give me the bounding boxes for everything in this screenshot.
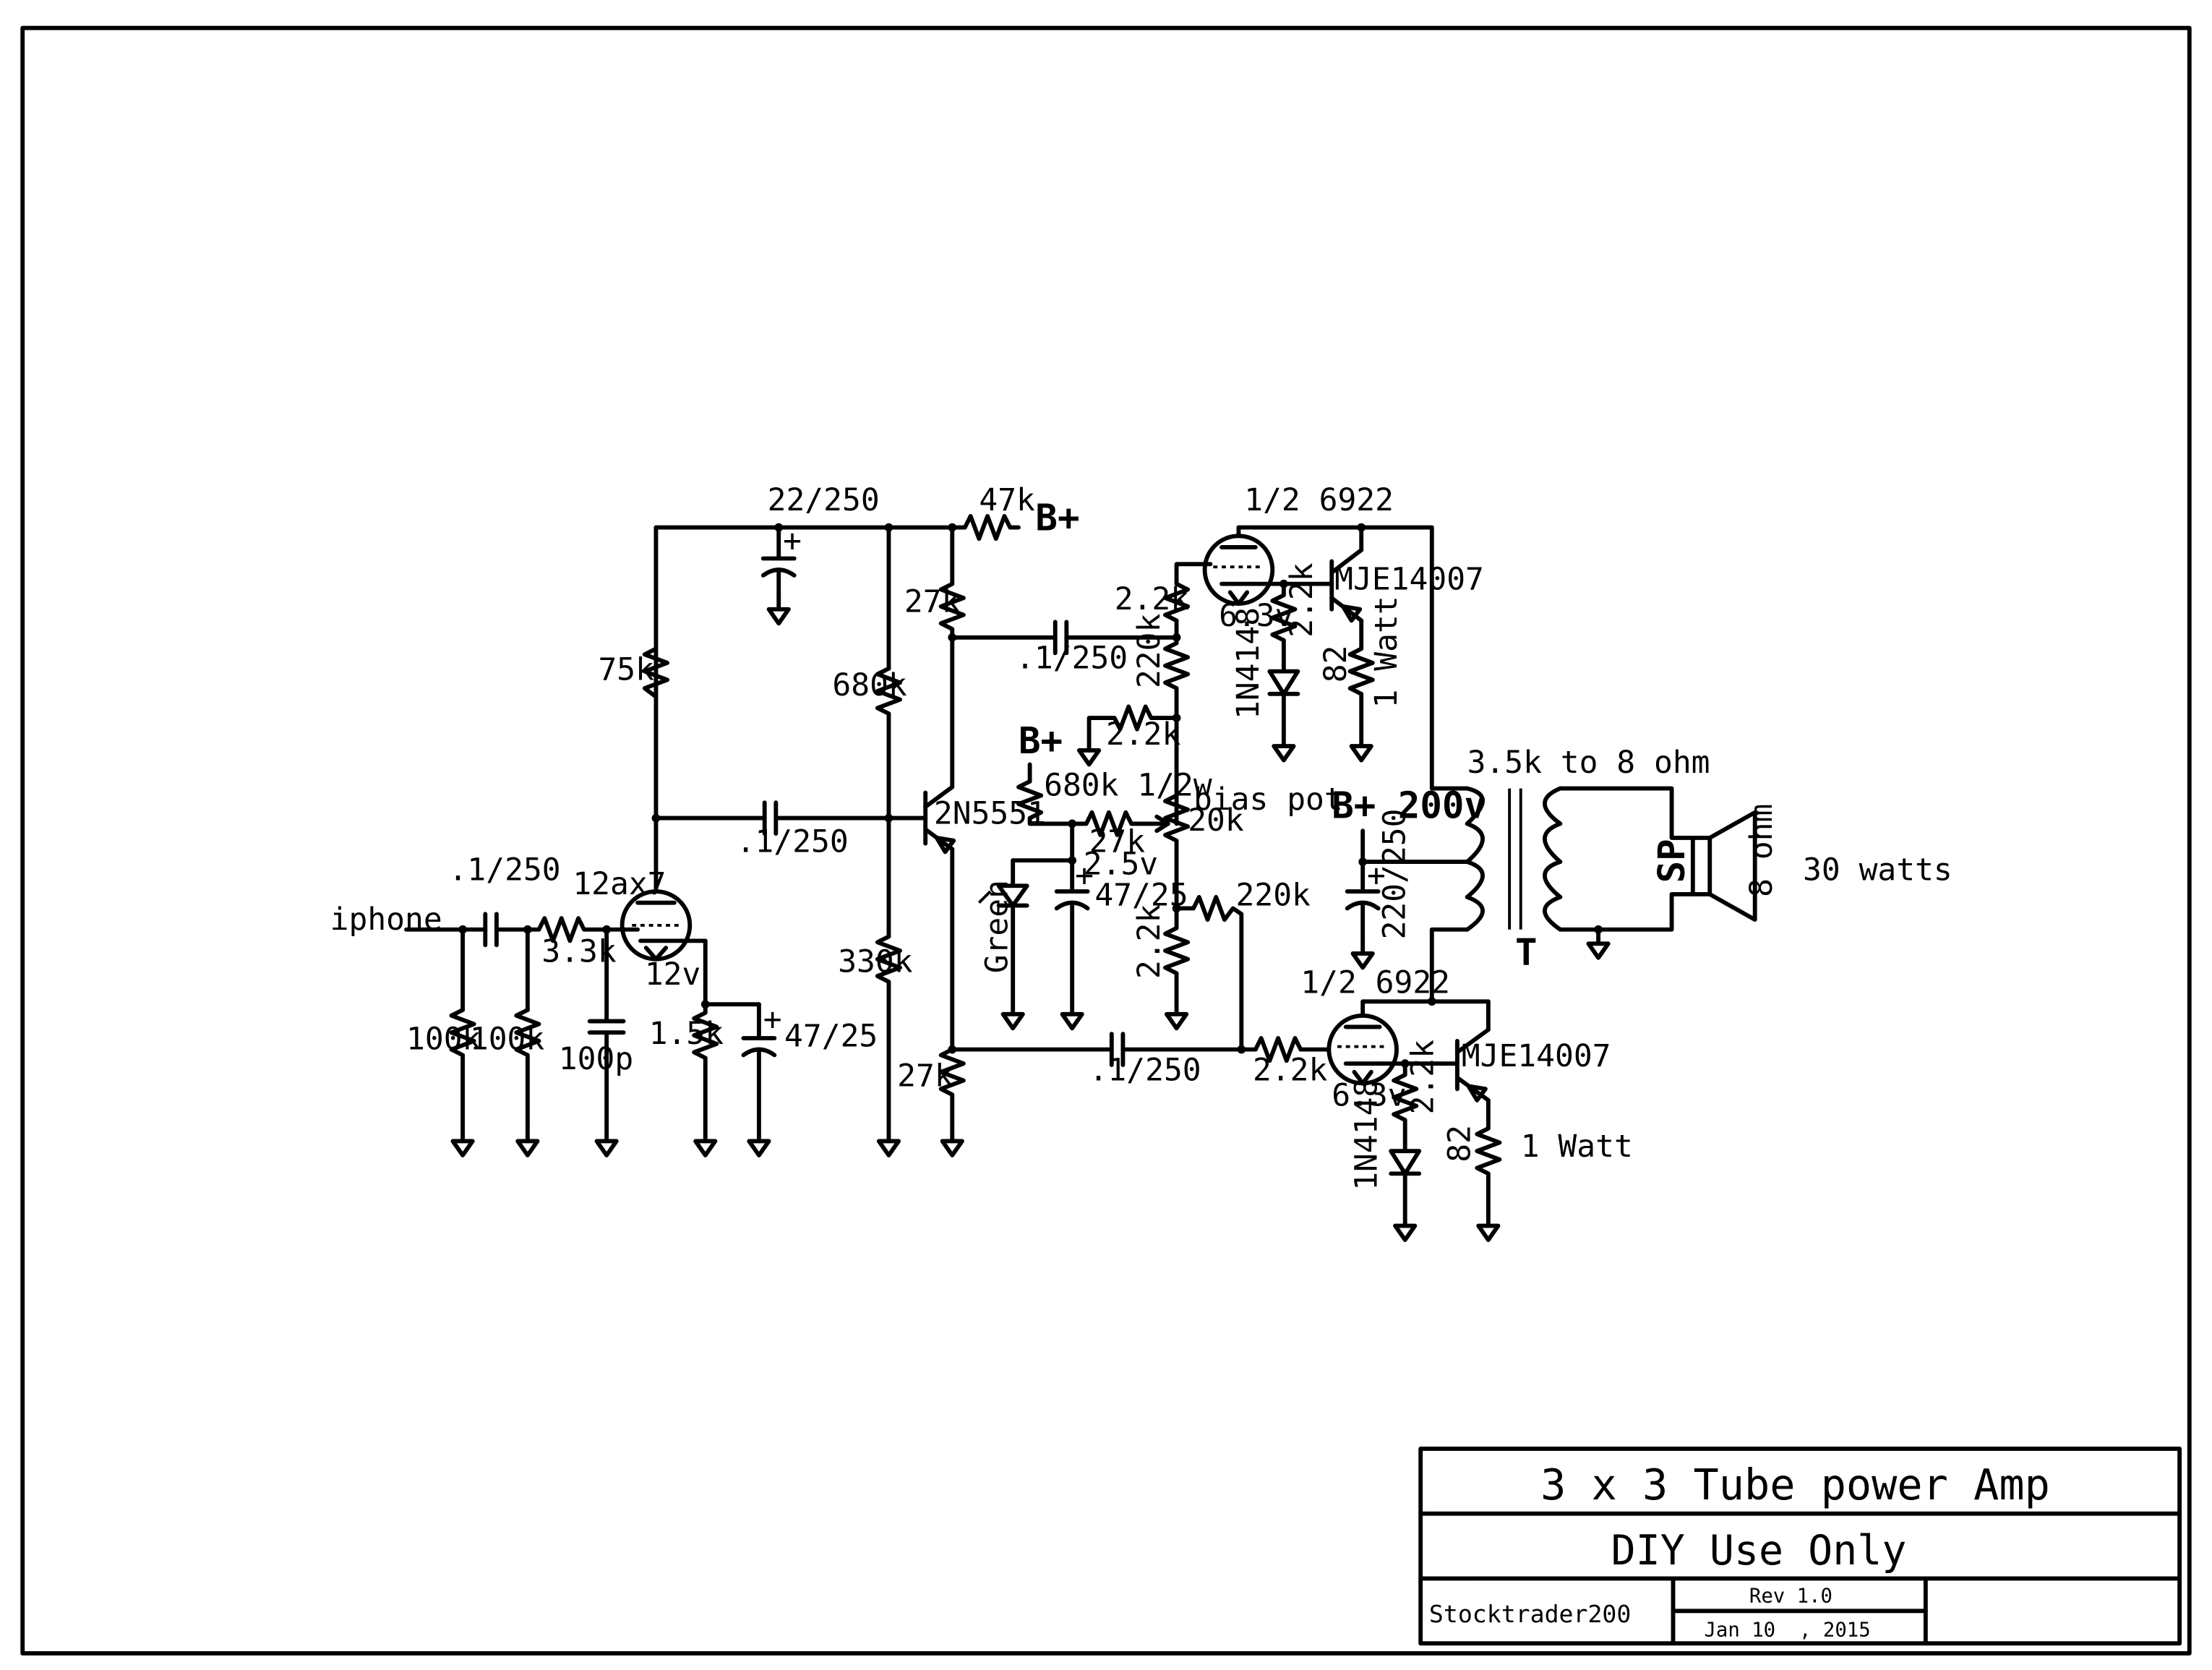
label-r-82-bot: 82: [1441, 1125, 1478, 1162]
label-bias-pot-val: 20k: [1188, 802, 1244, 839]
label-speaker: SP: [1650, 839, 1693, 883]
transistor-mje-bottom: [1455, 1027, 1491, 1102]
tube-6922-top: [1202, 525, 1286, 606]
label-transistor1: 2N5551: [934, 795, 1046, 831]
tube-12ax7: [620, 525, 708, 1007]
revision: Rev 1.0: [1749, 1585, 1832, 1608]
label-r-bias-hi: 680k: [832, 667, 907, 703]
label-r-27-mid: 27k: [1089, 823, 1146, 860]
label-c-supply: 220/250: [1377, 809, 1413, 940]
label-bplus-top: B+: [1035, 496, 1079, 539]
label-r-plate1: 75k: [598, 651, 654, 688]
label-r-grid-bot: 2.2k: [1253, 1053, 1328, 1089]
speaker: [1690, 810, 1757, 922]
label-r-bias-lo: 330k: [838, 943, 913, 980]
label-tube-top-heater: 6.3v: [1219, 598, 1293, 634]
label-c-cathode1: 47/25: [784, 1019, 878, 1055]
label-r-in2: 100k: [470, 1022, 545, 1058]
label-mje-top: MJE14007: [1334, 561, 1484, 597]
label-transformer-ratio: 3.5k to 8 ohm: [1467, 745, 1710, 781]
label-r-82-top: 82: [1318, 646, 1354, 683]
label-r-in1: 100k: [406, 1022, 481, 1058]
label-tube1: 12ax7: [573, 866, 666, 902]
plate-rail: +: [642, 514, 1021, 823]
label-speaker-ohm: 8 ohm: [1744, 804, 1780, 897]
label-r-k-bot: 2.2k: [1405, 1040, 1441, 1115]
label-bplus-mid: B+: [1019, 719, 1063, 762]
svg-text:+: +: [783, 523, 802, 560]
author: Stocktrader200: [1429, 1600, 1631, 1628]
label-c-couple-top: .1/250: [1016, 641, 1128, 677]
label-watt-bot: 1 Watt: [1521, 1129, 1633, 1165]
label-c-couple1: .1/250: [737, 823, 849, 860]
sheet-border: [20, 25, 2192, 1656]
output-transformer: [1360, 525, 1695, 1004]
date: Jan 10 , 2015: [1704, 1619, 1870, 1641]
svg-text:+: +: [763, 1001, 782, 1037]
label-r-2k2-mid: 2.2k: [1106, 716, 1181, 753]
label-c-in: .1/250: [449, 852, 561, 888]
svg-text:+: +: [1367, 857, 1386, 894]
label-transformer: T: [1515, 931, 1538, 974]
title-block: 3 x 3 Tube power Amp DIY Use Only Stockt…: [1418, 1446, 2182, 1646]
label-v-ref: 2.5v: [1084, 847, 1158, 883]
label-input: iphone: [330, 902, 442, 938]
label-c-couple-bot: .1/250: [1089, 1053, 1201, 1089]
label-tube-bot: 1/2 6922: [1300, 965, 1450, 1001]
label-r-2k2-bot: 2.2k: [1131, 904, 1167, 980]
label-r-emit: 27k: [897, 1058, 953, 1094]
label-tube-bot-heater: 6.3v: [1332, 1078, 1406, 1114]
label-mje-bot: MJE14007: [1462, 1038, 1611, 1074]
label-r-dropper: 47k: [979, 482, 1035, 518]
subtitle: DIY Use Only: [1611, 1527, 1907, 1575]
label-power: 30 watts: [1803, 852, 1952, 888]
title: 3 x 3 Tube power Amp: [1540, 1460, 2050, 1510]
label-r-680-half: 680k 1/2w: [1044, 767, 1212, 803]
label-c-led: 47/25: [1094, 878, 1188, 914]
label-r-220-top: 220k: [1131, 614, 1167, 689]
input-stage: [404, 912, 640, 1155]
label-r-k-top: 2.2k: [1284, 562, 1320, 638]
label-r-220-bot: 220k: [1236, 878, 1311, 914]
transistor-mje-top: [1329, 547, 1364, 623]
label-tube-top: 1/2 6922: [1244, 482, 1394, 518]
label-led: Green: [979, 880, 1015, 973]
transistor-2n5551: [923, 784, 956, 855]
tube-6922-bottom: [1326, 999, 1407, 1086]
label-diode-bot: 1N4148: [1349, 1079, 1385, 1191]
label-tube1-heater: 12v: [645, 956, 701, 993]
label-r-grid-top: 2.2k: [1115, 581, 1190, 617]
label-watt-top: 1 Watt: [1368, 596, 1405, 708]
label-c-filter: 22/250: [768, 482, 880, 518]
svg-text:+: +: [1075, 857, 1094, 894]
label-r-col: 27k: [904, 584, 961, 620]
label-r-cathode1: 1.5k: [649, 1016, 724, 1052]
label-bias-pot: bias pot: [1193, 782, 1343, 818]
label-c-grid: 100p: [559, 1041, 633, 1077]
label-diode-top: 1N4148: [1230, 607, 1266, 719]
label-bplus-supply: B+ 200v: [1332, 784, 1486, 827]
label-r-grid: 3.3k: [541, 934, 617, 970]
